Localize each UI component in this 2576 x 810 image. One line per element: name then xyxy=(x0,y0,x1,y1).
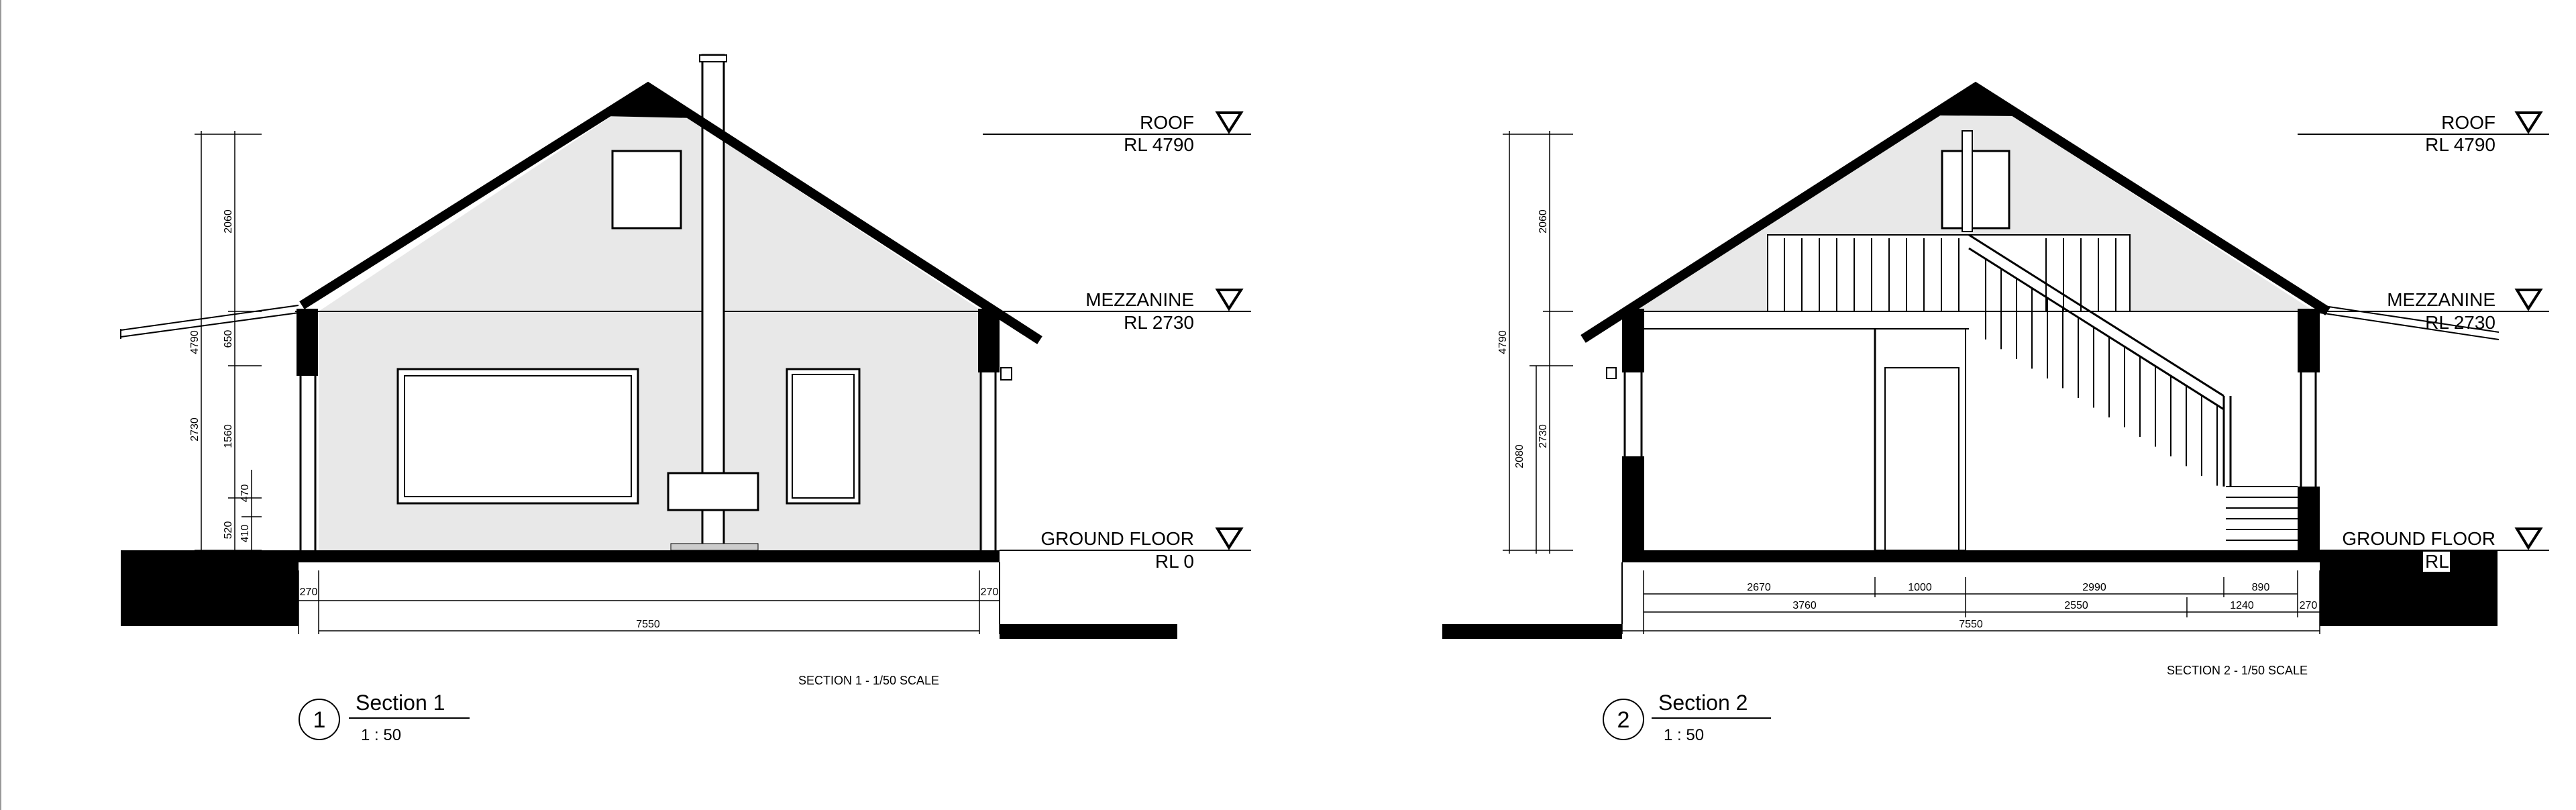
dim-2670: 2670 xyxy=(1747,582,1771,593)
dim-2730: 2730 xyxy=(189,417,201,442)
section1-tag: 1 Section 1 1 : 50 xyxy=(299,691,470,744)
dim-470: 470 xyxy=(239,485,251,503)
section2-wall-left-top xyxy=(1622,309,1644,372)
dim-4790: 4790 xyxy=(1497,330,1509,354)
dim-3760: 3760 xyxy=(1792,600,1817,611)
section2-gable-window xyxy=(1941,150,2010,230)
section2-balustrade xyxy=(1767,234,2131,312)
section1-large-window xyxy=(396,368,639,505)
level-rl: RL 2730 xyxy=(2425,312,2496,333)
section-title: Section 2 xyxy=(1658,691,1748,715)
section1-footing-right xyxy=(1000,624,1177,639)
section-title: Section 1 xyxy=(356,691,445,715)
dim-410: 410 xyxy=(239,525,251,543)
section-number: 1 xyxy=(313,707,326,733)
level-triangle-icon xyxy=(1215,289,1244,311)
section2-wall-right-top xyxy=(2298,309,2320,372)
section2-wall-right-bottom xyxy=(2298,487,2320,550)
level-triangle-icon xyxy=(2514,289,2543,311)
level-name: GROUND FLOOR xyxy=(2342,528,2496,549)
section1-level-mezzanine: MEZZANINE RL 2730 xyxy=(1085,289,1244,333)
dim-1000: 1000 xyxy=(1908,582,1932,593)
level-rl: RL 2730 xyxy=(1124,312,1194,333)
section2-door xyxy=(1884,367,1960,551)
section1-vertical-dims xyxy=(195,131,262,554)
section-scale: 1 : 50 xyxy=(1664,726,1704,744)
section1-footing-left xyxy=(121,550,299,626)
section2-ridge-fill xyxy=(1932,87,2021,116)
dim-2060: 2060 xyxy=(1538,209,1549,234)
section2-level-roof: ROOF RL 4790 xyxy=(2425,111,2543,155)
level-triangle-icon xyxy=(1215,527,1244,550)
section1-level-ground: GROUND FLOOR RL 0 xyxy=(1040,527,1244,572)
level-rl: RL 0 xyxy=(1155,551,1194,572)
dim-650: 650 xyxy=(223,330,234,348)
level-triangle-icon xyxy=(2514,527,2543,550)
section2-footing-right xyxy=(2320,550,2498,626)
section-2: ROOF RL 4790 MEZZANINE RL 2730 GROUND FL… xyxy=(1442,81,2549,744)
section2-stair xyxy=(1968,234,2298,541)
section1-scale-note: SECTION 1 - 1/50 SCALE xyxy=(798,674,939,687)
dim-270: 270 xyxy=(2300,600,2318,611)
level-name: MEZZANINE xyxy=(1085,289,1194,310)
section1-small-window xyxy=(786,368,861,505)
section1-wall-right-top xyxy=(978,309,1000,372)
section1-stove xyxy=(667,472,759,511)
section2-level-ground: GROUND FLOOR RL xyxy=(2342,527,2543,572)
dim-270-left: 270 xyxy=(300,587,318,598)
dim-2060: 2060 xyxy=(223,209,234,234)
dim-7550: 7550 xyxy=(1959,619,1983,630)
level-rl: RL xyxy=(2425,551,2449,572)
dim-1560: 1560 xyxy=(223,424,234,448)
level-name: MEZZANINE xyxy=(2387,289,2496,310)
dim-270-right: 270 xyxy=(981,587,999,598)
section-scale: 1 : 50 xyxy=(361,726,401,744)
section1-horizontal-dims xyxy=(298,570,1000,634)
section1-veranda-roof xyxy=(120,305,299,331)
dim-2730: 2730 xyxy=(1538,424,1549,448)
section1-level-roof: ROOF RL 4790 xyxy=(1124,111,1244,155)
level-rl: RL 4790 xyxy=(1124,134,1194,155)
section-number-circle xyxy=(1603,699,1644,740)
section2-floor-slab xyxy=(1622,550,2320,562)
dim-7550: 7550 xyxy=(636,619,660,630)
section2-veranda-roof xyxy=(2319,305,2500,333)
level-rl: RL 4790 xyxy=(2425,134,2496,155)
section-number: 2 xyxy=(1617,707,1630,733)
dim-2550: 2550 xyxy=(2064,600,2088,611)
level-triangle-icon xyxy=(1215,111,1244,134)
dim-890: 890 xyxy=(2252,582,2270,593)
section2-footing-left xyxy=(1442,624,1622,639)
level-name: GROUND FLOOR xyxy=(1040,528,1194,549)
section2-vertical-dims xyxy=(1503,131,1573,554)
section1-ridge-fill xyxy=(604,87,695,118)
section2-scale-note: SECTION 2 - 1/50 SCALE xyxy=(2167,664,2308,677)
section1-gable-window xyxy=(611,150,682,230)
section2-horizontal-dims xyxy=(1621,570,2320,634)
section2-level-mezzanine: MEZZANINE RL 2730 xyxy=(2387,289,2543,333)
section2-dim-row1: 2670 1000 2990 890 xyxy=(1747,582,2269,593)
dim-1240: 1240 xyxy=(2230,600,2254,611)
section2-dim-row2: 3760 2550 1240 270 xyxy=(1792,600,2317,611)
level-name: ROOF xyxy=(2441,112,2496,133)
level-triangle-icon xyxy=(2514,111,2543,134)
section2-tag: 2 Section 2 1 : 50 xyxy=(1603,691,1771,744)
section1-floor-slab xyxy=(121,550,1000,562)
dim-4790: 4790 xyxy=(189,330,201,354)
section-1: ROOF RL 4790 MEZZANINE RL 2730 GROUND FL… xyxy=(120,54,1251,744)
section2-wall-left-bottom xyxy=(1622,456,1644,550)
dim-2080: 2080 xyxy=(1514,444,1525,468)
level-name: ROOF xyxy=(1140,112,1194,133)
dim-2990: 2990 xyxy=(2082,582,2106,593)
section-number-circle xyxy=(299,699,340,740)
section1-wall-left-top xyxy=(297,309,318,376)
dim-520: 520 xyxy=(223,521,234,540)
